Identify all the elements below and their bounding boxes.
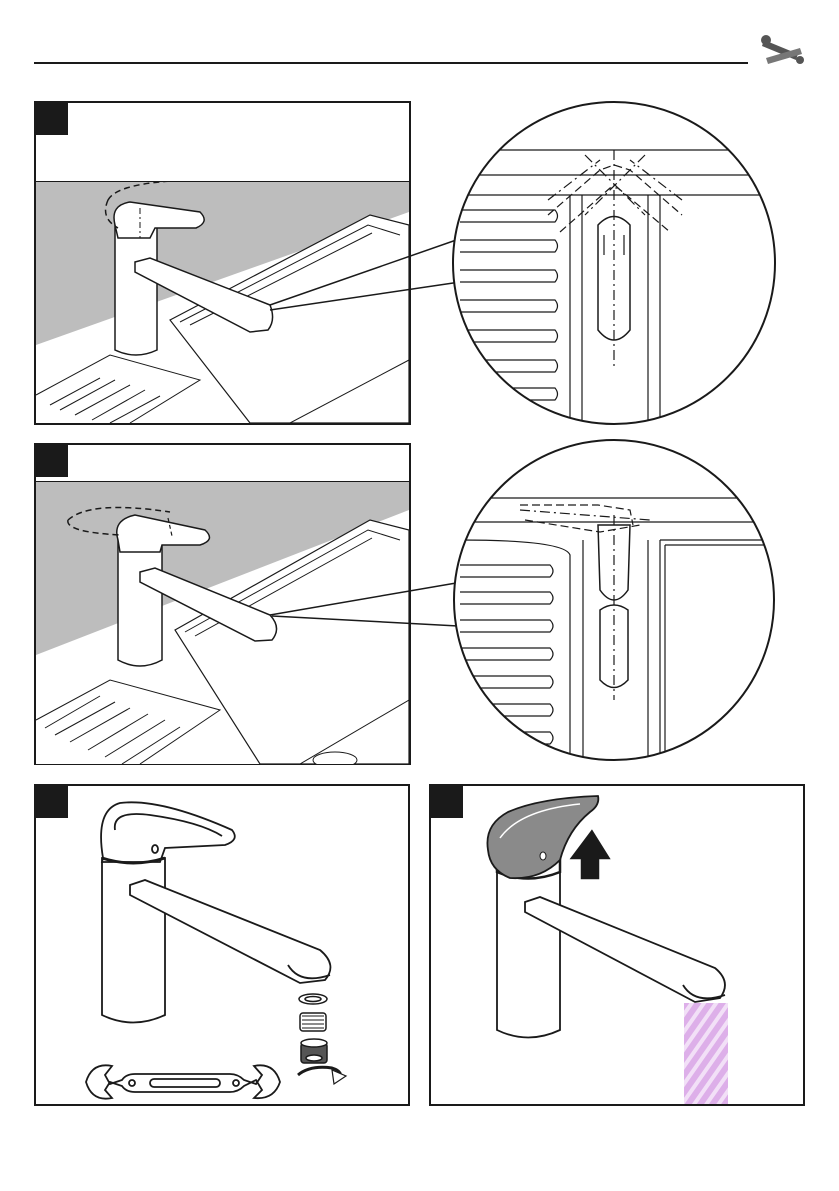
tools-wrench-screwdriver-icon <box>761 35 804 64</box>
sink-scene-1 <box>36 180 409 423</box>
step-panel-4 <box>430 785 804 1105</box>
step-panel-1 <box>35 102 462 424</box>
step-panel-3 <box>35 785 409 1105</box>
detail-zoom-1 <box>453 102 775 425</box>
water-stream <box>684 1003 728 1104</box>
step-badge-4 <box>430 785 463 818</box>
detail-zoom-2 <box>454 440 775 765</box>
step-badge-1 <box>35 102 68 135</box>
step-panel-2 <box>35 444 462 768</box>
sink-scene-2 <box>36 482 409 768</box>
step-badge-3 <box>35 785 68 818</box>
step-badge-2 <box>35 444 68 477</box>
